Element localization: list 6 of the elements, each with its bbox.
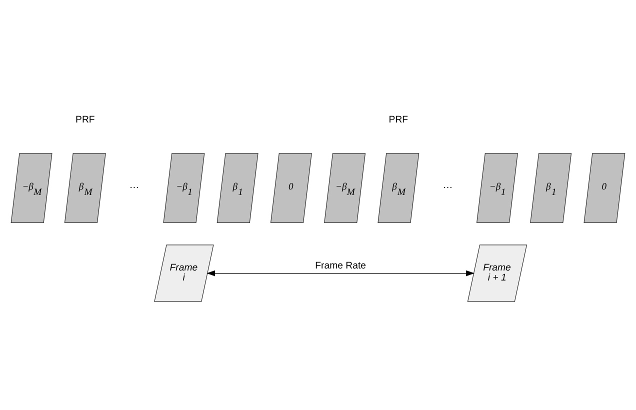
- label: PRF: [76, 114, 95, 126]
- edge-label: Frame Rate: [315, 260, 366, 271]
- arrow: [206, 270, 475, 276]
- label: ⋯: [130, 182, 140, 193]
- label: ⋯: [442, 182, 453, 193]
- label: PRF: [388, 114, 408, 126]
